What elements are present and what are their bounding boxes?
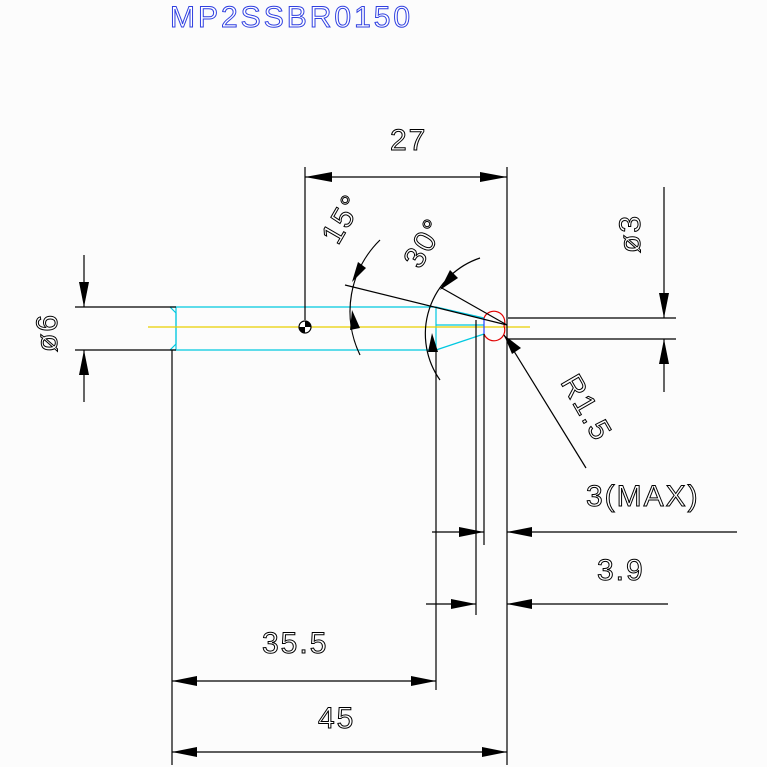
dim-shank-diameter: ø6 <box>31 255 176 402</box>
dim-ball-radius: R1.5 3(MAX) <box>503 334 700 514</box>
dim-ball-radius-label: R1.5 <box>554 369 618 447</box>
dim-angle-15-label: 15° <box>315 189 369 250</box>
dim-neck-length: 27 <box>304 124 508 765</box>
ball-tip <box>483 310 506 342</box>
dim-angle-30-label: 30° <box>397 213 451 274</box>
tool-body <box>169 306 485 351</box>
dim-tip-length-label: 3.9 <box>597 554 645 587</box>
dim-max-length-label: 3(MAX) <box>586 480 700 513</box>
dim-overall-length: 45 <box>172 702 507 757</box>
dim-shank-length: 35.5 <box>171 350 436 765</box>
dim-tip-diameter-label: ø3 <box>614 214 647 253</box>
dim-overall-length-label: 45 <box>318 702 355 735</box>
dim-angle-30: 30° <box>397 212 508 381</box>
dim-shank-diameter-label: ø6 <box>31 313 64 352</box>
dim-shank-length-label: 35.5 <box>262 627 328 660</box>
dim-angle-15: 15° <box>315 188 508 356</box>
center-mark <box>298 320 312 334</box>
drawing-title: MP2SSBR0150 <box>170 1 413 34</box>
dim-neck-length-label: 27 <box>390 124 427 157</box>
dim-tip-diameter: ø3 <box>508 187 676 392</box>
dim-tip-lengths: 3.9 <box>426 320 737 690</box>
